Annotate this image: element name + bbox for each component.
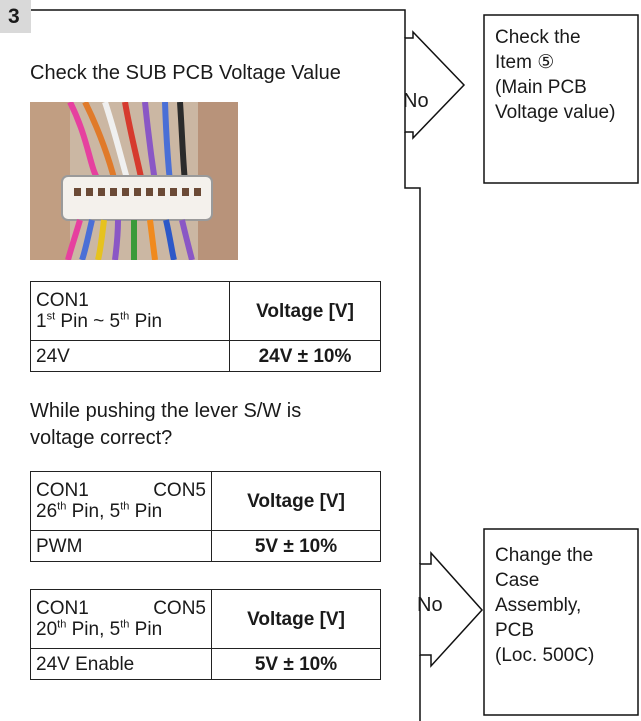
voltage-table-pwm: CON1 CON5 26th Pin, 5th Pin Voltage [V] P… — [30, 471, 381, 562]
result-box-bottom-text: Change the Case Assembly, PCB (Loc. 500C… — [495, 543, 635, 668]
no-label-bottom: No — [417, 594, 443, 617]
table2-con1-label: CON1 — [36, 480, 89, 501]
table2-voltage-header: Voltage [V] — [212, 472, 381, 531]
table3-con1-label: CON1 — [36, 598, 89, 619]
table2-row-label: PWM — [31, 531, 212, 562]
result-top-line-4: Voltage value) — [495, 100, 635, 125]
result-top-line-1: Check the — [495, 25, 635, 50]
table2-con5-label: CON5 — [153, 480, 206, 501]
table3-pin-numbers: 20th Pin, 5th Pin — [36, 619, 206, 640]
table1-voltage-header: Voltage [V] — [230, 282, 381, 341]
table2-pin-cell: CON1 CON5 26th Pin, 5th Pin — [31, 472, 212, 531]
table2-row-value: 5V ± 10% — [212, 531, 381, 562]
table3-pin-cell: CON1 CON5 20th Pin, 5th Pin — [31, 590, 212, 649]
table3-voltage-header: Voltage [V] — [212, 590, 381, 649]
result-bottom-line-4: PCB — [495, 618, 635, 643]
table1-con-label: CON1 — [36, 290, 224, 311]
question-text: While pushing the lever S/W is voltage c… — [30, 398, 370, 452]
result-bottom-line-2: Case — [495, 568, 635, 593]
flow-line-vertical — [405, 132, 420, 564]
table3-row-label: 24V Enable — [31, 649, 212, 680]
table2-pin-numbers: 26th Pin, 5th Pin — [36, 501, 206, 522]
step-title: Check the SUB PCB Voltage Value — [30, 62, 341, 85]
no-label-top: No — [403, 90, 429, 113]
result-box-top-text: Check the Item ⑤ (Main PCB Voltage value… — [495, 25, 635, 125]
result-top-line-3: (Main PCB — [495, 75, 635, 100]
voltage-table-enable: CON1 CON5 20th Pin, 5th Pin Voltage [V] 2… — [30, 589, 381, 680]
table1-row-value: 24V ± 10% — [230, 341, 381, 372]
table1-pin-cell: CON1 1st Pin ~ 5th Pin — [31, 282, 230, 341]
result-bottom-line-5: (Loc. 500C) — [495, 643, 635, 668]
table3-row-value: 5V ± 10% — [212, 649, 381, 680]
table3-con5-label: CON5 — [153, 598, 206, 619]
table1-row-label: 24V — [31, 341, 230, 372]
step-number: 3 — [0, 0, 31, 33]
result-top-line-2: Item ⑤ — [495, 50, 635, 75]
voltage-table-con1: CON1 1st Pin ~ 5th Pin Voltage [V] 24V 2… — [30, 281, 381, 372]
result-bottom-line-3: Assembly, — [495, 593, 635, 618]
table1-pin-range: 1st Pin ~ 5th Pin — [36, 311, 224, 332]
result-bottom-line-1: Change the — [495, 543, 635, 568]
connector-photo — [30, 102, 238, 260]
step-frame-line — [0, 10, 405, 38]
no-arrow-top — [405, 32, 464, 138]
